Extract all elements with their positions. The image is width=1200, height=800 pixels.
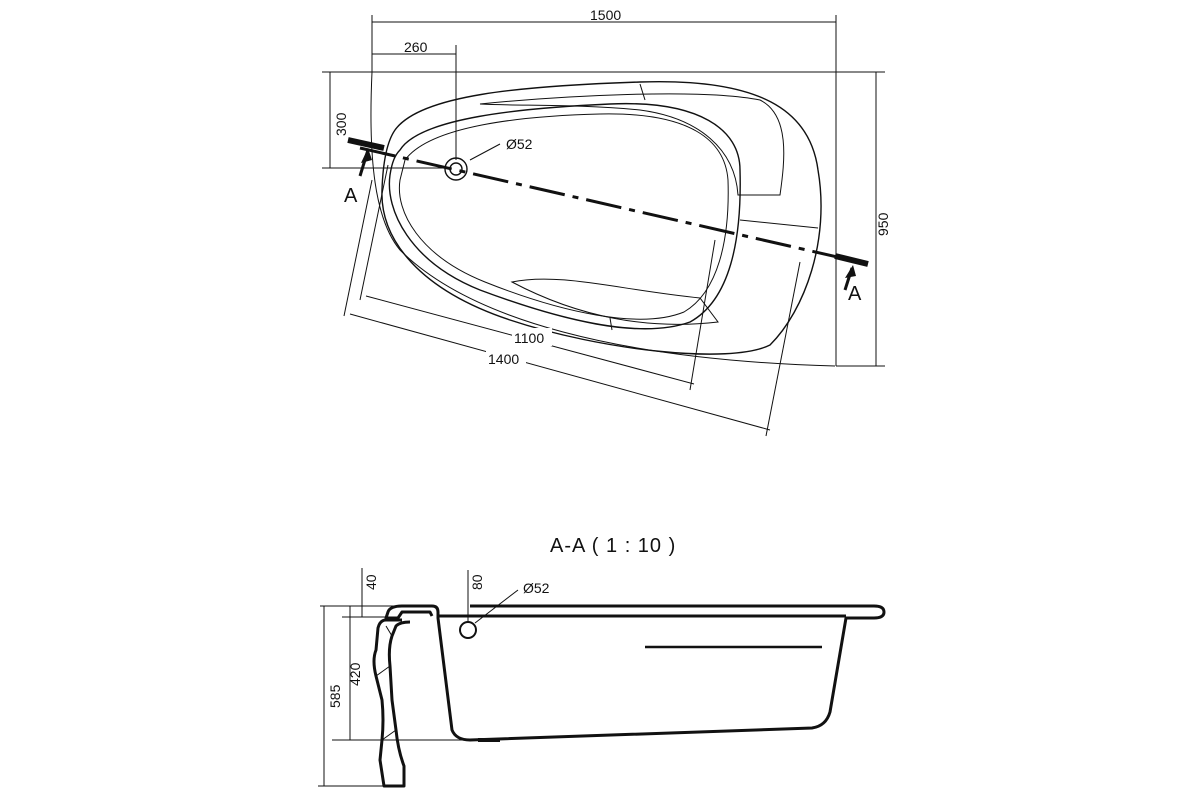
plan-drain: Ø52 — [444, 136, 533, 181]
tub-backrest — [479, 93, 785, 196]
dim-1500-label: 1500 — [590, 7, 621, 23]
plan-drain-diameter-label: Ø52 — [506, 136, 533, 152]
dim-overall-depth: 950 — [836, 72, 891, 367]
section-support-leg — [372, 618, 411, 788]
section-foot — [478, 738, 500, 742]
section-marker-right: A — [848, 283, 862, 305]
dim-80-label: 80 — [469, 574, 485, 590]
section-tub-body — [402, 604, 886, 742]
dim-drain-offset-y: 300 — [322, 72, 445, 169]
section-drain-diameter-label: Ø52 — [523, 580, 550, 596]
dim-inner-depth: 420 — [332, 606, 470, 741]
tub-inner-step — [398, 113, 729, 320]
plan-view: Ø52 A A 1500 260 — [322, 7, 891, 437]
dim-1400-label: 1400 — [488, 351, 519, 367]
dim-rim-thickness: 40 — [342, 568, 402, 618]
dim-drain-height: 80 — [467, 570, 485, 622]
section-marker-left: A — [344, 185, 358, 207]
dim-420-label: 420 — [347, 662, 363, 686]
dim-total-height: 585 — [318, 605, 404, 787]
dim-outer-length: 1400 — [343, 179, 801, 437]
dim-overall-width: 1500 — [371, 7, 837, 72]
dim-950-label: 950 — [875, 212, 891, 236]
plan-outer-outline — [322, 71, 885, 367]
section-view: A-A ( 1 : 10 ) Ø52 40 80 — [318, 535, 886, 788]
section-line-aa: A A — [344, 137, 869, 305]
dim-260-label: 260 — [404, 39, 428, 55]
tub-armrest — [510, 278, 719, 325]
section-title: A-A ( 1 : 10 ) — [550, 535, 676, 557]
dim-drain-offset-x: 260 — [372, 39, 457, 160]
dim-40-label: 40 — [363, 574, 379, 590]
tub-inner-basin — [388, 102, 741, 330]
dim-inner-length: 1100 — [359, 164, 716, 391]
dim-585-label: 585 — [327, 684, 343, 708]
dim-1100-label: 1100 — [514, 330, 544, 346]
dim-300-label: 300 — [333, 112, 349, 136]
tub-outer-rim — [381, 80, 822, 355]
